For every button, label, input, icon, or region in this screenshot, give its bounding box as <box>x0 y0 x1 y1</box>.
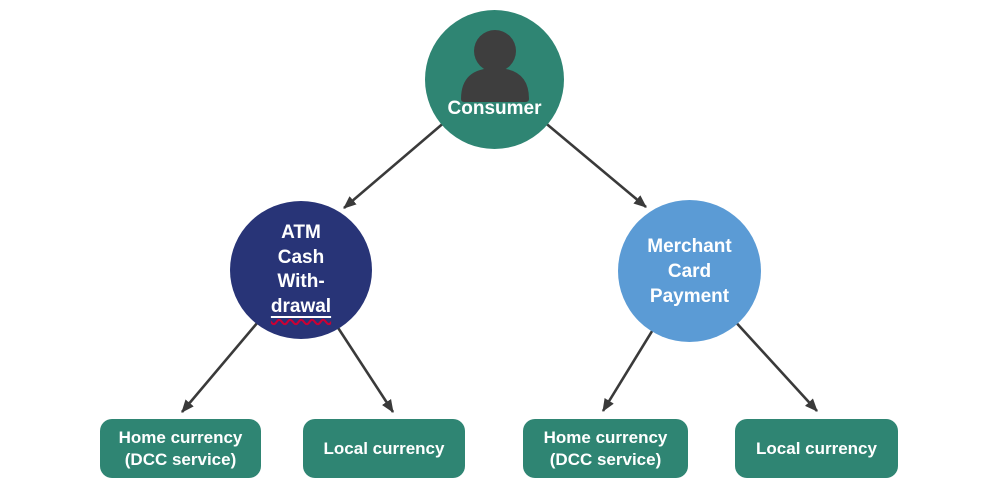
atm-label-line-1: ATM <box>281 222 321 243</box>
atm-label-line-4: drawal <box>271 295 331 320</box>
leaf-local-currency-right: Local currency <box>735 419 898 478</box>
node-consumer-label: Consumer <box>447 98 542 119</box>
person-icon <box>460 30 529 102</box>
leaf-label-line-1: Local currency <box>323 438 445 458</box>
merchant-label-line-2: Card <box>667 260 712 282</box>
atm-label-line-2: Cash <box>277 246 325 268</box>
leaf-home-currency-dcc-right: Home currency (DCC service) <box>523 419 688 478</box>
leaf-label-line-2: (DCC service) <box>549 449 662 469</box>
leaf-label-line-1: Local currency <box>756 438 877 458</box>
leaf-label-line-2: (DCC service) <box>124 449 237 469</box>
node-merchant-card-payment: Merchant Card Payment <box>618 200 761 342</box>
atm-label-underlined-word: drawal <box>270 295 332 317</box>
node-atm-cash-withdrawal: ATM Cash With- drawal <box>230 201 372 339</box>
merchant-label-line-1: Merchant <box>647 235 732 257</box>
leaf-home-currency-dcc-left: Home currency (DCC service) <box>100 419 261 478</box>
node-consumer: Consumer <box>425 10 564 149</box>
leaf-label-line-1: Home currency <box>118 427 243 447</box>
leaf-label-line-1: Home currency <box>543 427 668 447</box>
merchant-label-line-3: Payment <box>649 285 730 307</box>
atm-label-line-3: With- <box>277 271 325 292</box>
leaf-local-currency-left: Local currency <box>303 419 465 478</box>
